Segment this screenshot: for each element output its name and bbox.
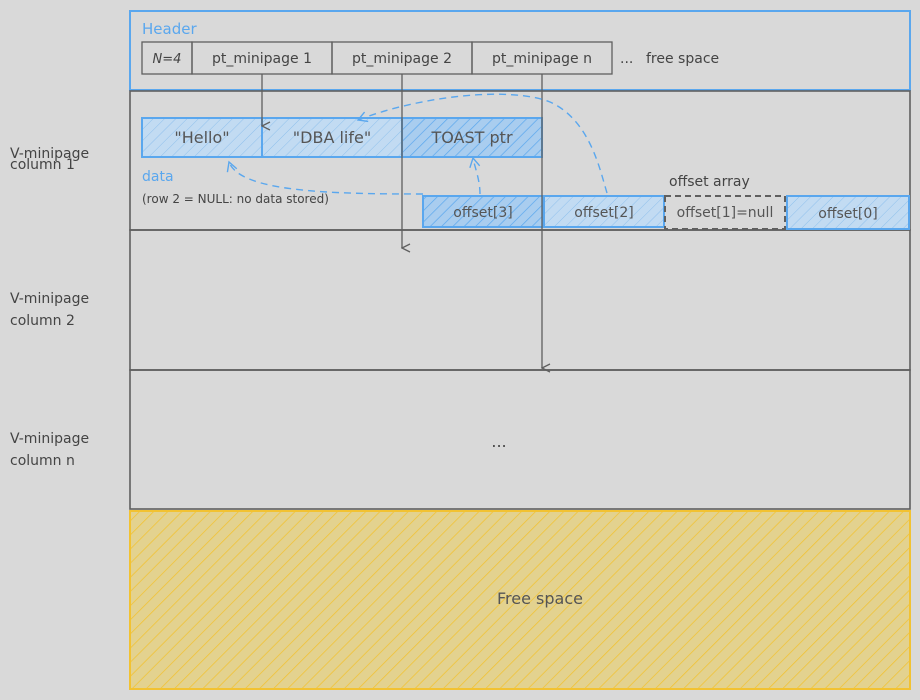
column-2-label: V-minipage column 2 [10,291,94,329]
data-cell-dba-life-text: "DBA life" [293,128,371,147]
header-title: Header [142,20,197,38]
offset-2-arrow [356,93,608,194]
free-space-label: Free space [497,589,583,608]
data-cell-dba-life [261,117,403,158]
column-n-label: V-minipage column n [10,431,94,469]
offset-3-arrow [469,156,481,195]
offset-cell-3-text: offset[3] [453,205,512,221]
header-cell-pt-minipage-n: pt_minipage n [492,51,592,67]
offset-cell-0 [786,195,910,230]
data-label: data [142,169,174,185]
offset-cell-0-text: offset[0] [818,206,877,222]
offset-cell-2-text: offset[2] [574,205,633,221]
header-free-space: free space [646,51,719,67]
column-n-region [129,369,911,510]
data-cell-hello [141,117,263,158]
null-note: (row 2 = NULL: no data stored) [142,192,329,206]
header-ellipsis: ... [620,51,633,67]
free-space-region [129,510,911,690]
header-cell-pt-minipage-2: pt_minipage 2 [352,51,452,67]
column-2-region [129,229,911,371]
header-count-cell: N=4 [153,52,182,67]
data-cell-hello-text: "Hello" [174,128,229,147]
header-region: Header N=4 pt_minipage 1 pt_minipage 2 p… [129,10,911,91]
data-cell-toast-ptr-text: TOAST ptr [430,128,512,147]
offset-0-arrow [226,160,424,195]
column-1-label: V-minipage column 1 [10,146,94,173]
offset-cell-1-null [664,195,786,230]
column-n-placeholder: ... [491,432,506,451]
offset-array-label: offset array [669,174,750,190]
offset-cell-1-null-text: offset[1]=null [677,205,774,221]
header-cell-pt-minipage-1: pt_minipage 1 [212,51,312,67]
